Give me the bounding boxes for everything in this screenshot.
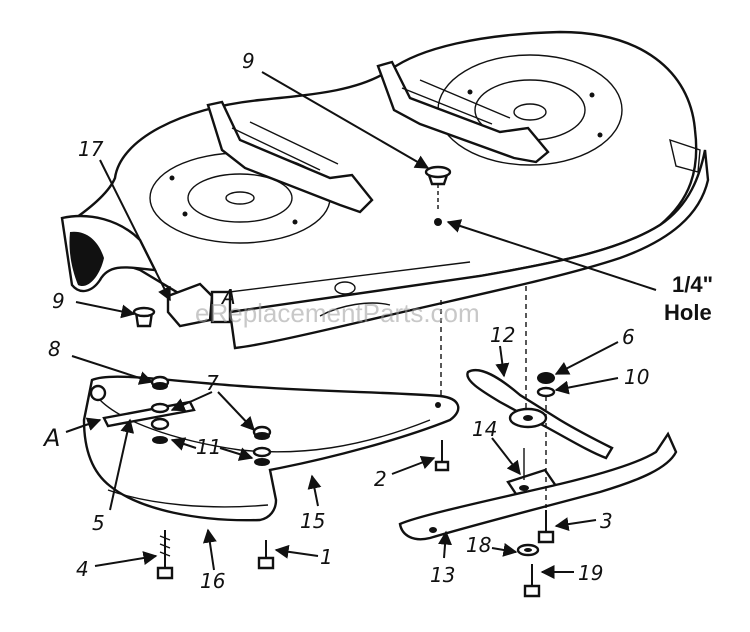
deck-housing — [60, 30, 710, 350]
callout-7: 7 — [206, 371, 219, 395]
shield-hardware — [150, 375, 272, 466]
callout-9-top: 9 — [242, 49, 255, 73]
callout-a-shield: A — [42, 424, 60, 452]
callout-labels: 9 17 9 A 8 7 A 11 5 4 16 1 15 2 12 6 10 … — [42, 49, 649, 593]
part-9-left-knob — [132, 306, 156, 328]
callout-14: 14 — [472, 417, 497, 441]
bolt-part-3 — [537, 510, 555, 544]
part-9-top-knob — [424, 165, 452, 226]
hole-size-label: 1/4" — [672, 272, 713, 297]
part-13-blade — [398, 431, 678, 541]
hole-size-note: 1/4" Hole — [664, 272, 713, 325]
bolt-part-2 — [434, 440, 450, 472]
watermark-text: eReplacementParts.com — [195, 298, 480, 328]
bolt-part-19 — [523, 564, 541, 598]
callout-a-deck: A — [220, 285, 236, 309]
alignment-lines — [440, 286, 547, 508]
callout-12: 12 — [490, 323, 515, 347]
bolt-part-1 — [257, 540, 275, 570]
callout-17: 17 — [78, 137, 104, 161]
callout-11: 11 — [196, 435, 221, 459]
callout-13: 13 — [430, 563, 455, 587]
callout-2: 2 — [374, 467, 387, 491]
callout-4: 4 — [76, 557, 89, 581]
callout-16: 16 — [200, 569, 225, 593]
callout-6: 6 — [622, 325, 635, 349]
callout-19: 19 — [578, 561, 603, 585]
part-15-shield — [82, 375, 460, 522]
bolt-part-4 — [156, 530, 174, 580]
callout-1: 1 — [320, 545, 333, 569]
hole-word-label: Hole — [664, 300, 712, 325]
leader-lines — [65, 71, 657, 579]
callout-8: 8 — [48, 337, 61, 361]
callout-15: 15 — [300, 509, 325, 533]
washer-part-18 — [516, 543, 540, 557]
callout-10: 10 — [624, 365, 649, 389]
callout-5: 5 — [92, 511, 105, 535]
callout-18: 18 — [466, 533, 491, 557]
callout-9-left: 9 — [52, 289, 65, 313]
callout-3: 3 — [600, 509, 613, 533]
